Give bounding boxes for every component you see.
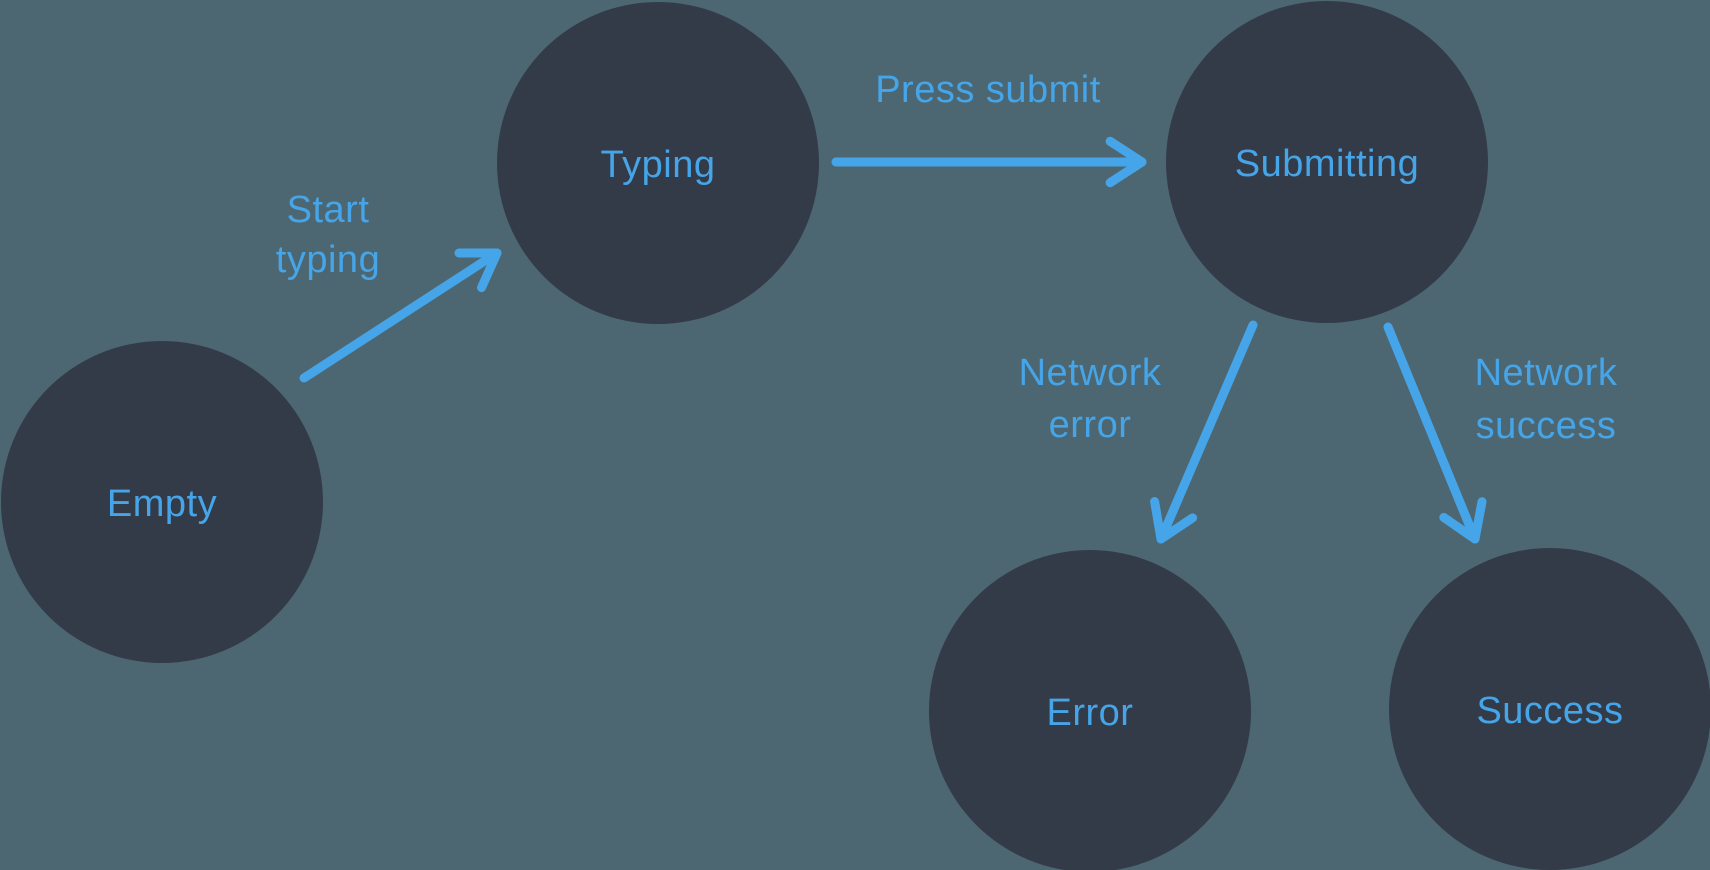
edge-start-typing-label: Start typing (276, 189, 380, 281)
edge-network-success: Network success (1383, 322, 1618, 544)
edge-network-success-line (1383, 322, 1480, 544)
node-success-circle (1389, 548, 1710, 870)
node-submitting-label: Submitting (1235, 143, 1420, 185)
node-error-circle (929, 550, 1251, 870)
edge-press-submit: Press submit (831, 69, 1147, 188)
node-empty-circle (1, 341, 323, 663)
edge-label-line: Network (1019, 352, 1162, 394)
edge-label-line: success (1476, 405, 1617, 447)
edge-press-submit-arrowhead-icon (1105, 136, 1147, 188)
node-submitting-circle (1166, 1, 1488, 323)
node-empty-label: Empty (107, 483, 217, 525)
edge-network-error-label: Network error (1019, 352, 1162, 446)
edge-label-line: typing (276, 239, 380, 281)
edge-label-line: error (1049, 404, 1132, 446)
node-typing-label: Typing (601, 144, 716, 186)
node-typing-circle (497, 2, 819, 324)
node-error-label: Error (1047, 692, 1134, 734)
edge-label-line: Start (287, 189, 370, 231)
edge-press-submit-label: Press submit (875, 69, 1101, 111)
edge-network-error: Network error (1019, 320, 1258, 544)
edge-label-line: Press submit (875, 69, 1101, 111)
edge-network-error-arrowhead-icon (1150, 497, 1198, 544)
node-submitting: Submitting (1166, 1, 1488, 323)
node-success: Success (1389, 548, 1710, 870)
edge-start-typing-line (299, 248, 502, 383)
edge-start-typing: Start typing (276, 189, 502, 383)
node-typing: Typing (497, 2, 819, 324)
edge-start-typing-arrowhead-icon (454, 248, 502, 293)
edge-label-line: Network (1475, 352, 1618, 394)
edge-network-success-arrowhead-icon (1439, 497, 1487, 544)
node-empty: Empty (1, 341, 323, 663)
edge-network-error-line (1156, 320, 1258, 544)
node-error: Error (929, 550, 1251, 870)
node-success-label: Success (1476, 690, 1623, 732)
edge-network-success-label: Network success (1475, 352, 1618, 447)
